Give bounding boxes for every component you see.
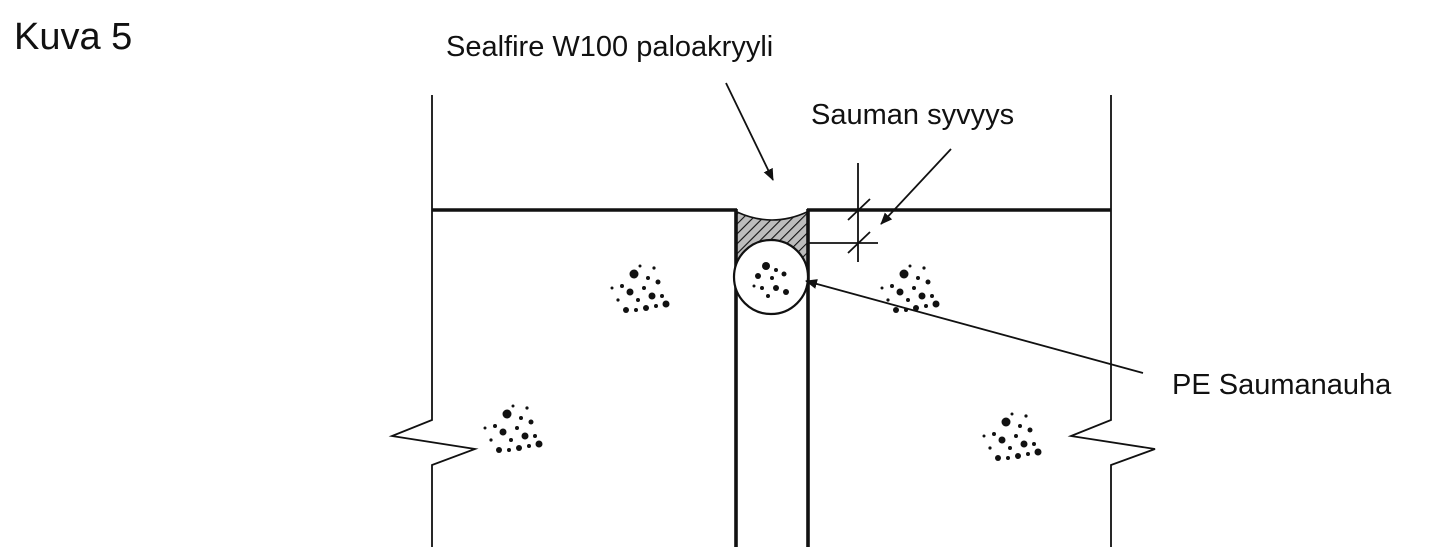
aggregate-dot — [528, 419, 534, 425]
aggregate-dot — [992, 432, 996, 436]
aggregate-dot — [766, 294, 770, 298]
aggregate-dot — [1032, 442, 1036, 446]
aggregate-dot — [752, 284, 756, 288]
aggregate-dot — [483, 426, 487, 430]
aggregate-dot — [773, 285, 779, 291]
aggregate-dot — [629, 269, 639, 279]
aggregate-dot — [527, 444, 531, 448]
aggregate-dot — [515, 426, 519, 430]
left-wall-outline — [388, 95, 479, 547]
aggregate-dot — [925, 279, 931, 285]
aggregate-dot — [1010, 412, 1014, 416]
aggregate-dot — [662, 300, 670, 308]
aggregate-dot — [988, 446, 992, 450]
aggregate-dot — [493, 424, 497, 428]
aggregate-dot — [906, 298, 910, 302]
aggregate-dot — [916, 276, 920, 280]
aggregate-dot — [783, 289, 789, 295]
aggregate-dot — [634, 308, 638, 312]
aggregate-dot — [760, 286, 764, 290]
aggregate-dot — [652, 266, 656, 270]
aggregate-cluster-right-lower — [982, 412, 1042, 461]
aggregate-dot — [616, 298, 620, 302]
aggregate-dot — [638, 264, 642, 268]
aggregate-dot — [1008, 446, 1012, 450]
aggregate-dot — [1001, 417, 1011, 427]
aggregate-dot — [511, 404, 515, 408]
aggregate-dot — [908, 264, 912, 268]
aggregate-dot — [924, 304, 928, 308]
aggregate-dot — [626, 288, 634, 296]
aggregate-dot — [1034, 448, 1042, 456]
depth-tick-bottom — [847, 231, 871, 254]
aggregate-dot — [1006, 456, 1010, 460]
aggregate-dot — [899, 269, 909, 279]
aggregate-dot — [1024, 414, 1028, 418]
aggregate-dot — [655, 279, 661, 285]
aggregate-dot — [660, 294, 664, 298]
sealant-leader-arrow — [725, 82, 774, 181]
aggregate-dot — [489, 438, 493, 442]
aggregate-dot — [1026, 452, 1030, 456]
aggregate-dot — [770, 276, 774, 280]
aggregate-dot — [932, 300, 940, 308]
aggregate-dot — [893, 307, 899, 313]
backer-rod-label: PE Saumanauha — [1172, 369, 1392, 401]
aggregate-cluster-right-upper — [880, 264, 940, 313]
depth-tick-top — [847, 198, 871, 221]
aggregate-dot — [535, 440, 543, 448]
aggregate-dot — [998, 436, 1006, 444]
aggregate-dot — [654, 304, 658, 308]
aggregate-dot — [646, 276, 650, 280]
aggregate-dot — [982, 434, 986, 438]
aggregate-cluster-left-lower — [483, 404, 543, 453]
aggregate-cluster-backer-rod — [752, 262, 789, 298]
aggregate-dot — [896, 288, 904, 296]
aggregate-dot — [643, 305, 649, 311]
aggregate-dot — [1020, 440, 1028, 448]
depth-leader-arrow — [880, 148, 952, 225]
aggregate-dot — [636, 298, 640, 302]
aggregate-dot — [1015, 453, 1021, 459]
aggregate-dot — [521, 432, 529, 440]
aggregate-dot — [755, 273, 761, 279]
aggregate-dot — [762, 262, 770, 270]
aggregate-dot — [918, 292, 926, 300]
aggregate-dot — [890, 284, 894, 288]
aggregate-dot — [496, 447, 502, 453]
aggregate-dot — [913, 305, 919, 311]
aggregate-dot — [623, 307, 629, 313]
aggregate-dot — [507, 448, 511, 452]
aggregate-dot — [516, 445, 522, 451]
sealant-label: Sealfire W100 paloakryyli — [446, 31, 773, 63]
aggregate-dot — [912, 286, 916, 290]
aggregate-dot — [774, 268, 778, 272]
aggregate-dot — [930, 294, 934, 298]
aggregate-dot — [1018, 424, 1022, 428]
aggregate-dot — [1027, 427, 1033, 433]
aggregate-dot — [499, 428, 507, 436]
aggregate-dot — [648, 292, 656, 300]
aggregate-dot — [995, 455, 1001, 461]
backer-rod-leader-arrow — [805, 279, 1144, 374]
aggregate-dot — [610, 286, 614, 290]
aggregate-dot — [533, 434, 537, 438]
aggregate-dot — [525, 406, 529, 410]
aggregate-dot — [519, 416, 523, 420]
right-wall-outline — [1067, 95, 1156, 547]
aggregate-dot — [880, 286, 884, 290]
aggregate-dot — [904, 308, 908, 312]
aggregate-dot — [781, 271, 787, 277]
aggregate-dot — [922, 266, 926, 270]
aggregate-dot — [1014, 434, 1018, 438]
figure-title: Kuva 5 — [14, 16, 132, 58]
aggregate-cluster-left-upper — [610, 264, 670, 313]
aggregate-dot — [886, 298, 890, 302]
aggregate-dot — [620, 284, 624, 288]
aggregate-dot — [642, 286, 646, 290]
joint-depth-label: Sauman syvyys — [811, 99, 1014, 131]
aggregate-dot — [509, 438, 513, 442]
aggregate-dot — [502, 409, 512, 419]
